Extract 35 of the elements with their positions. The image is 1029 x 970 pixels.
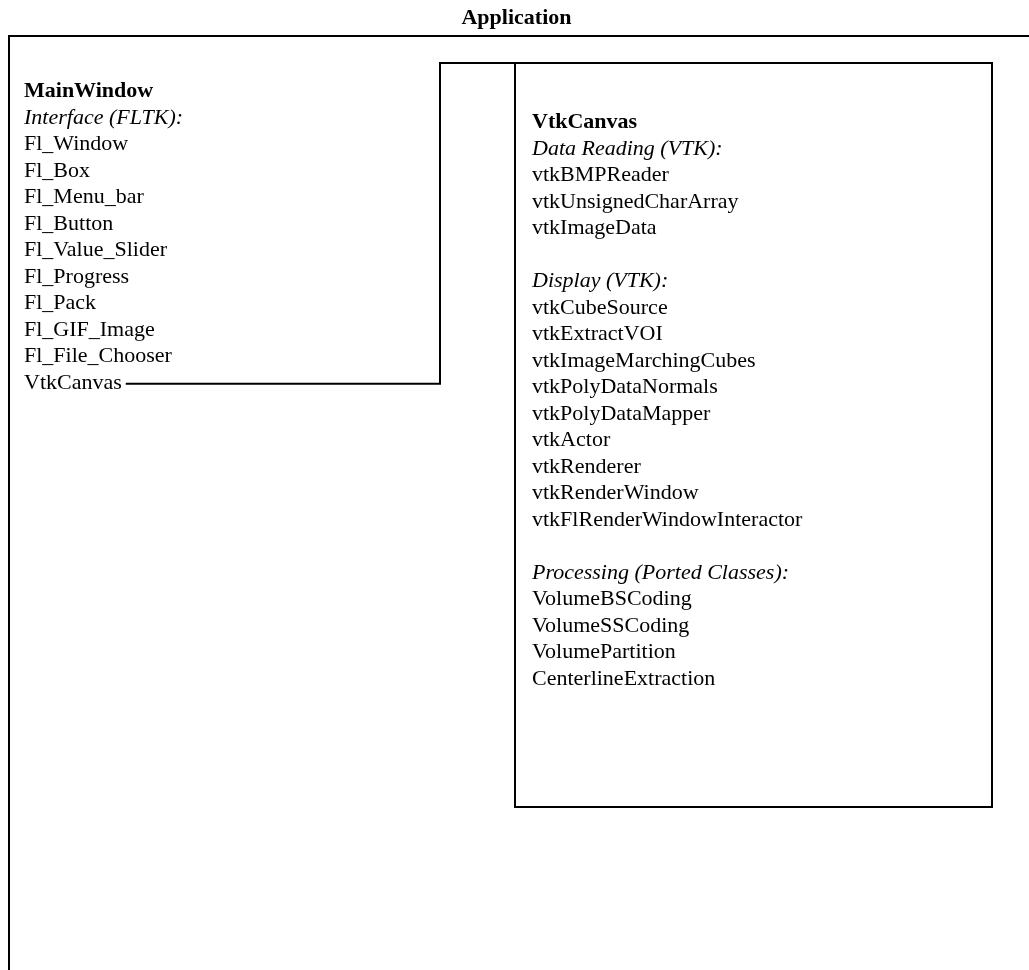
class-name: Fl_GIF_Image xyxy=(24,315,156,342)
class-name: vtkUnsignedCharArray xyxy=(532,187,740,214)
class-name: vtkBMPReader xyxy=(532,161,670,188)
class-name: Fl_Window xyxy=(24,130,130,157)
class-name: vtkExtractVOI xyxy=(532,320,664,347)
section-heading: Data Reading (VTK): xyxy=(532,134,724,161)
class-name: Fl_Box xyxy=(24,156,92,183)
class-name: Fl_File_Chooser xyxy=(24,342,173,369)
class-name: CenterlineExtraction xyxy=(532,664,717,691)
frame-title: Application xyxy=(460,4,573,31)
section-heading: Display (VTK): xyxy=(532,267,670,294)
class-name: VolumeSSCoding xyxy=(532,611,691,638)
class-name: vtkFlRenderWindowInteractor xyxy=(532,505,804,532)
class-name: Fl_Value_Slider xyxy=(24,236,168,263)
connector-line xyxy=(124,62,515,385)
class-name: Fl_Progress xyxy=(24,262,131,289)
class-name: VtkCanvas xyxy=(24,368,122,395)
section-heading: Processing (Ported Classes): xyxy=(532,558,791,585)
class-name: Fl_Menu_bar xyxy=(24,183,145,210)
class-name: vtkCubeSource xyxy=(532,293,669,320)
class-name: vtkPolyDataNormals xyxy=(532,373,719,400)
class-heading: MainWindow xyxy=(24,77,155,104)
class-name: VolumePartition xyxy=(532,638,677,665)
class-name: vtkPolyDataMapper xyxy=(532,399,712,426)
class-name: vtkImageMarchingCubes xyxy=(532,346,757,373)
class-name: vtkImageData xyxy=(532,214,658,241)
class-name: Fl_Pack xyxy=(24,289,98,316)
class-name: vtkRenderWindow xyxy=(532,479,700,506)
class-box xyxy=(514,62,993,808)
class-name: vtkActor xyxy=(532,426,612,453)
class-name: VolumeBSCoding xyxy=(532,585,693,612)
class-heading: VtkCanvas xyxy=(532,108,639,135)
class-name: vtkRenderer xyxy=(532,452,642,479)
section-heading: Interface (FLTK): xyxy=(24,103,184,130)
class-name: Fl_Button xyxy=(24,209,115,236)
